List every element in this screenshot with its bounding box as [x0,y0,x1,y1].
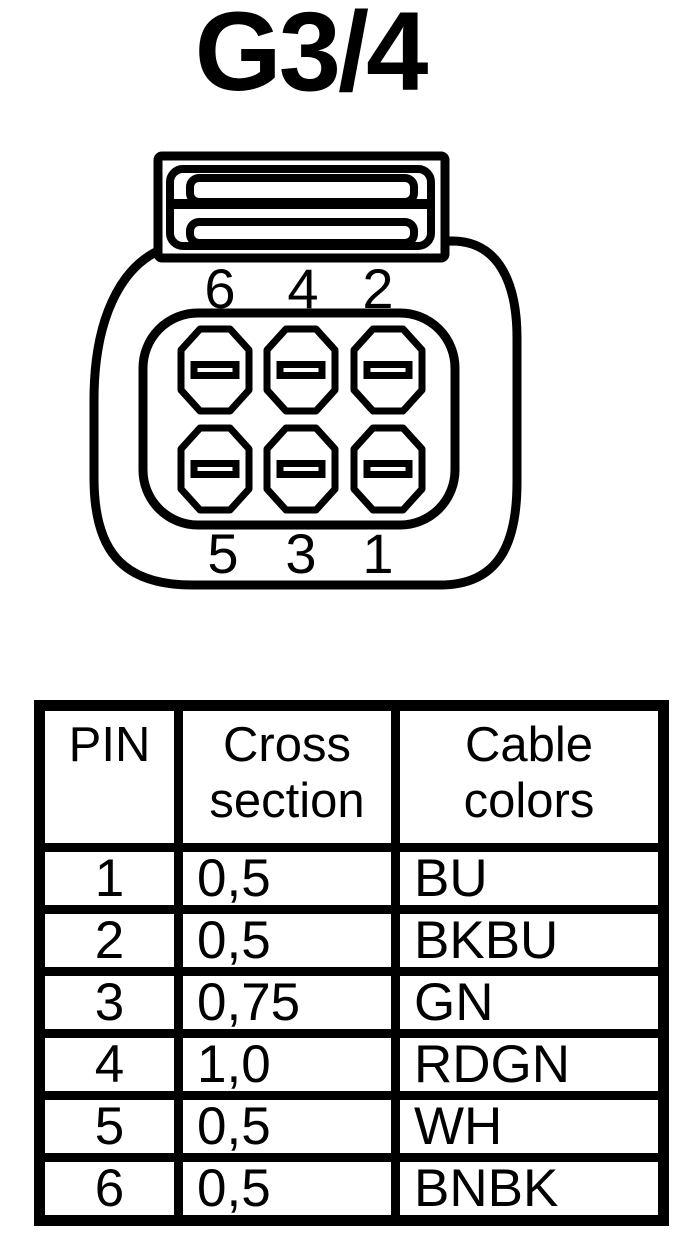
cable-color-cell: BU [391,843,668,914]
cable-color-cell: BNBK [391,1153,668,1225]
table-row: 5 0,5 WH [35,1091,668,1162]
cable-color-cell: RDGN [391,1029,668,1100]
table-row: 1 0,5 BU [35,843,668,914]
table-row: 2 0,5 BKBU [35,905,668,976]
cable-color-cell: WH [391,1091,668,1162]
latch-slot-bottom [186,218,418,247]
col-header-pin: PIN [35,701,183,852]
pin-label-bottom-3: 1 [362,522,393,585]
connector-title: G3/4 [194,0,429,114]
table-row: 6 0,5 BNBK [35,1153,668,1225]
pin-label-top-1: 6 [204,257,235,320]
pin-cell: 2 [35,905,183,976]
latch-tab [153,151,450,263]
pin-cell: 3 [35,967,183,1038]
table-row: 4 1,0 RDGN [35,1029,668,1100]
cable-color-cell: BKBU [391,905,668,976]
table-row: 3 0,75 GN [35,967,668,1038]
pin-cell: 4 [35,1029,183,1100]
table-header-row: PIN Cross section Cable colors [35,701,668,852]
cross-section-cell: 0,5 [174,1153,400,1225]
col-header-cross-section: Cross section [174,701,400,852]
connector-diagram: 6 4 2 5 3 1 [89,151,522,590]
cross-section-cell: 1,0 [174,1029,400,1100]
cross-section-cell: 0,5 [174,843,400,914]
pin-cell: 6 [35,1153,183,1225]
col-header-cable-colors: Cable colors [391,701,668,852]
pin-table: PIN Cross section Cable colors 1 0,5 BU … [34,700,669,1226]
pin-label-bottom-1: 5 [207,522,238,585]
pin-label-bottom-2: 3 [285,522,316,585]
latch-middle-bar [166,199,435,209]
cross-section-cell: 0,75 [174,967,400,1038]
pin-label-top-3: 2 [362,257,393,320]
pin-area-frame [138,308,460,530]
pin-cell: 5 [35,1091,183,1162]
pin-cell: 1 [35,843,183,914]
cross-section-cell: 0,5 [174,1091,400,1162]
pin-label-top-2: 4 [287,257,318,320]
cross-section-cell: 0,5 [174,905,400,976]
cable-color-cell: GN [391,967,668,1038]
